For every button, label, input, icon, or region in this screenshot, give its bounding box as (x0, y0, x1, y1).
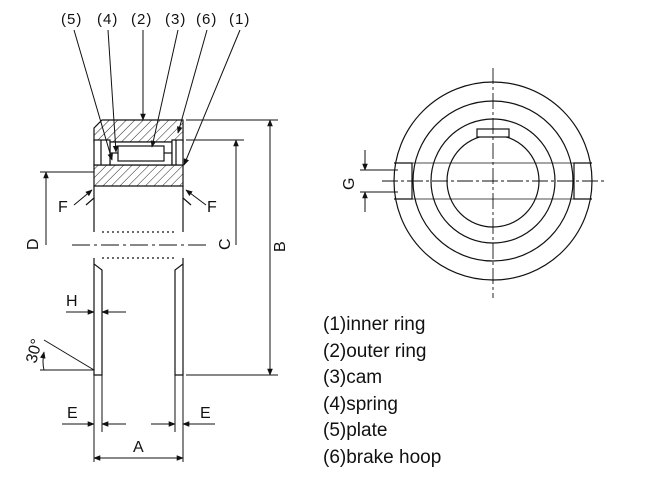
dim-A-label: A (133, 439, 144, 456)
legend-item-cam: (3)cam (323, 367, 383, 389)
dimension-labels: B C D F F H 30° E E A (23, 199, 289, 456)
callout-2: (2) (131, 11, 152, 28)
dim-angle-label: 30° (23, 337, 46, 365)
legend-item-inner-ring: (1)inner ring (323, 314, 426, 335)
dimension-lines (40, 119, 278, 462)
callout-1: (1) (229, 11, 250, 28)
callout-labels: (5) (4) (2) (3) (6) (1) (61, 11, 250, 28)
dim-G (360, 150, 398, 212)
dim-F-right-label: F (207, 199, 217, 216)
callout-3: (3) (165, 11, 186, 28)
dim-D-label: D (25, 238, 42, 250)
legend-item-plate: (5)plate (323, 420, 388, 442)
outer-ring-section (93, 119, 184, 143)
front-centerlines (382, 68, 604, 298)
dim-G-label: G (341, 178, 358, 190)
dim-E-right-label: E (200, 405, 211, 422)
legend-item-spring: (4)spring (323, 393, 398, 415)
dim-E-left-label: E (67, 405, 78, 422)
side-section-view (85, 119, 192, 376)
dim-B-label: B (272, 241, 289, 252)
inner-ring-section (93, 164, 184, 187)
dim-C-label: C (217, 238, 234, 250)
callout-leaders (73, 29, 241, 166)
callout-6: (6) (196, 11, 217, 28)
dim-F-left-label: F (58, 199, 68, 216)
brake-hoop-right (171, 139, 184, 166)
legend-item-brake-hoop: (6)brake hoop (323, 446, 442, 468)
parts-legend: (1)inner ring (2)outer ring (3)cam (4)sp… (323, 312, 441, 472)
dim-H-label: H (66, 293, 78, 310)
callout-5: (5) (61, 11, 82, 28)
legend-item-outer-ring: (2)outer ring (323, 340, 427, 362)
callout-4: (4) (97, 11, 118, 28)
